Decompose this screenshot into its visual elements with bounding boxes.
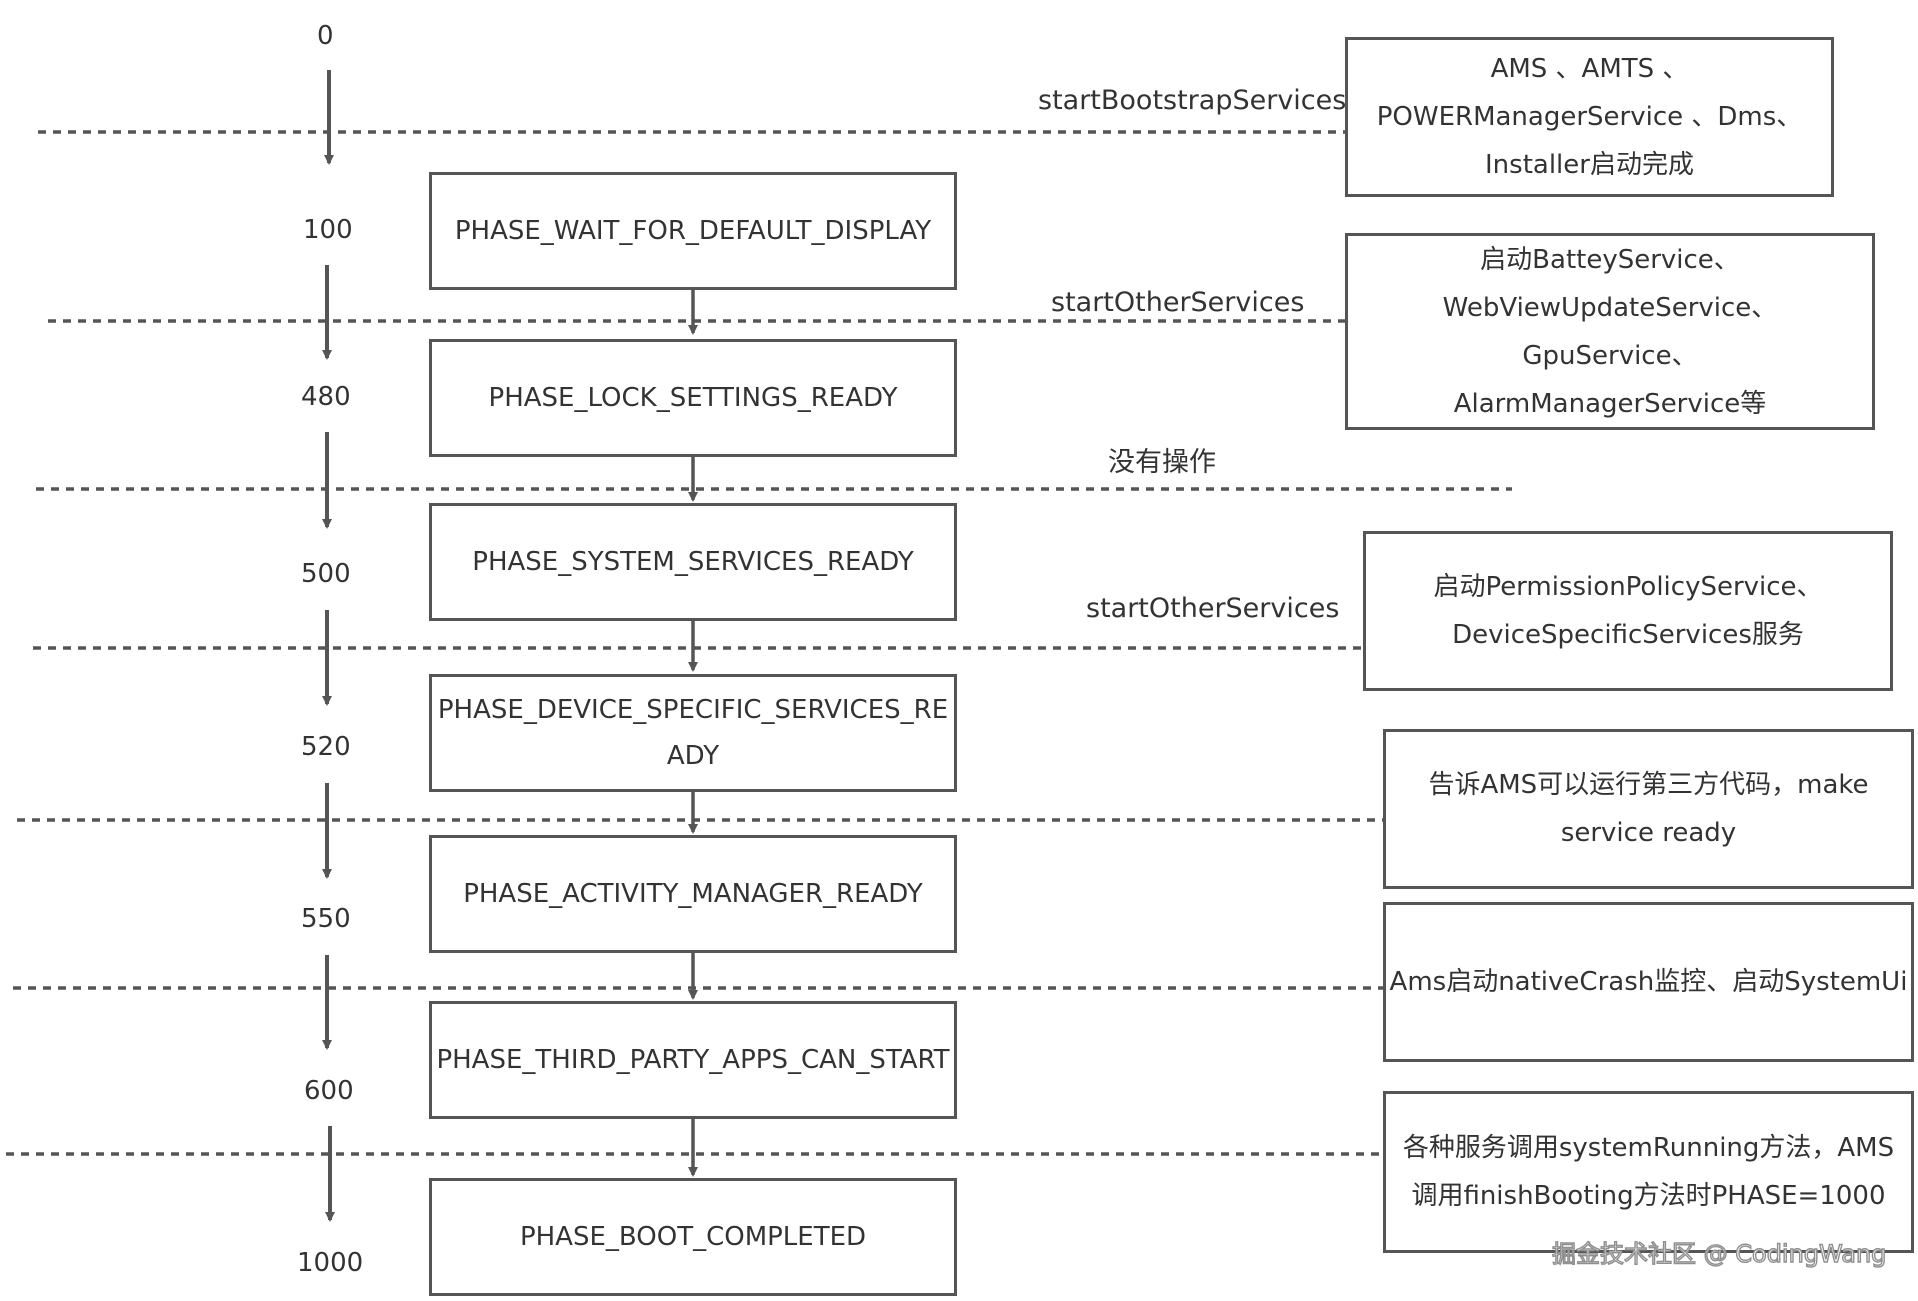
phase-label: PHASE_LOCK_SETTINGS_READY bbox=[488, 383, 898, 413]
note-line: Ams启动nativeCrash监控、启动SystemUi bbox=[1389, 967, 1908, 997]
timeline-number: 520 bbox=[301, 732, 351, 762]
phase-label: PHASE_SYSTEM_SERVICES_READY bbox=[472, 547, 914, 577]
timeline-number: 500 bbox=[301, 559, 351, 589]
note-line: WebViewUpdateService、GpuService、 bbox=[1442, 292, 1778, 371]
timeline-number: 100 bbox=[303, 215, 353, 245]
note-line: 启动PermissionPolicyService、 bbox=[1433, 572, 1823, 602]
note-line: DeviceSpecificServices服务 bbox=[1452, 620, 1804, 650]
phase-label: PHASE_ACTIVITY_MANAGER_READY bbox=[463, 879, 923, 909]
note-line: 各种服务调用systemRunning方法，AMS bbox=[1402, 1133, 1895, 1163]
phase-label: PHASE_WAIT_FOR_DEFAULT_DISPLAY bbox=[454, 216, 932, 246]
divider-label: 没有操作 bbox=[1108, 447, 1216, 478]
timeline-number: 0 bbox=[317, 21, 334, 51]
timeline-number: 480 bbox=[301, 382, 351, 412]
phase-box: PHASE_LOCK_SETTINGS_READY bbox=[429, 339, 957, 457]
note-line: POWERManagerService 、Dms、 bbox=[1376, 102, 1803, 132]
phase-box: PHASE_WAIT_FOR_DEFAULT_DISPLAY bbox=[429, 172, 957, 290]
timeline-number: 600 bbox=[304, 1076, 354, 1106]
phase-label: PHASE_DEVICE_SPECIFIC_SERVICES_READY bbox=[437, 695, 949, 771]
note-line: AMS 、AMTS 、 bbox=[1490, 54, 1689, 84]
note-line: Installer启动完成 bbox=[1485, 150, 1694, 180]
note-box: 告诉AMS可以运行第三方代码，make service ready bbox=[1383, 729, 1914, 889]
note-box: Ams启动nativeCrash监控、启动SystemUi bbox=[1383, 902, 1914, 1062]
phase-box: PHASE_THIRD_PARTY_APPS_CAN_START bbox=[429, 1001, 957, 1119]
note-box: 各种服务调用systemRunning方法，AMS 调用finishBootin… bbox=[1383, 1091, 1914, 1253]
divider-label: startBootstrapServices bbox=[1038, 85, 1347, 116]
phase-box: PHASE_SYSTEM_SERVICES_READY bbox=[429, 503, 957, 621]
phase-label: PHASE_THIRD_PARTY_APPS_CAN_START bbox=[436, 1045, 950, 1075]
timeline-number: 550 bbox=[301, 904, 351, 934]
phase-box: PHASE_BOOT_COMPLETED bbox=[429, 1178, 957, 1296]
note-box: 启动PermissionPolicyService、 DeviceSpecifi… bbox=[1363, 531, 1893, 691]
timeline-number: 1000 bbox=[297, 1248, 364, 1278]
watermark: 掘金技术社区 @ CodingWang bbox=[1551, 1239, 1887, 1268]
divider-label: startOtherServices bbox=[1086, 593, 1340, 624]
phase-box: PHASE_ACTIVITY_MANAGER_READY bbox=[429, 835, 957, 953]
note-box: AMS 、AMTS 、 POWERManagerService 、Dms、 In… bbox=[1345, 37, 1834, 197]
note-line: 调用finishBooting方法时PHASE=1000 bbox=[1411, 1181, 1886, 1211]
note-line: 启动BatteyService、 bbox=[1480, 244, 1740, 275]
note-box: 启动BatteyService、 WebViewUpdateService、Gp… bbox=[1345, 233, 1875, 430]
note-line: 告诉AMS可以运行第三方代码，make bbox=[1428, 770, 1869, 800]
phase-box: PHASE_DEVICE_SPECIFIC_SERVICES_READY bbox=[429, 674, 957, 792]
phase-label: PHASE_BOOT_COMPLETED bbox=[519, 1222, 867, 1252]
note-line: AlarmManagerService等 bbox=[1453, 388, 1767, 419]
note-line: service ready bbox=[1560, 818, 1737, 848]
divider-label: startOtherServices bbox=[1051, 287, 1305, 318]
